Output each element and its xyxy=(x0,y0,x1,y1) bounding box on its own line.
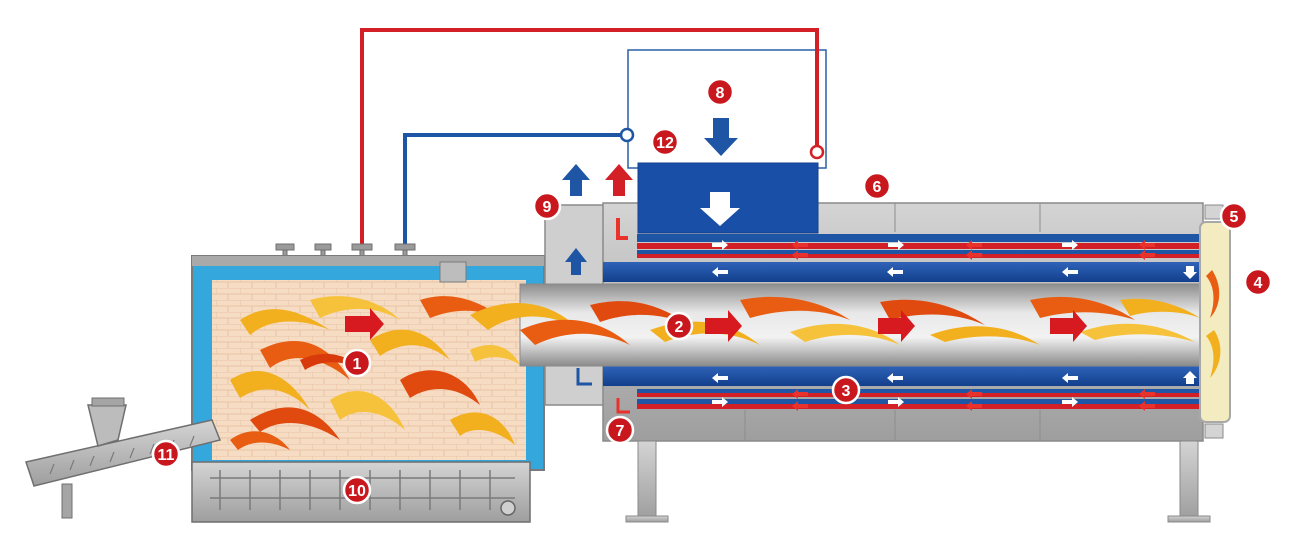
svg-text:12: 12 xyxy=(656,135,674,152)
outlet-red-arrow xyxy=(605,164,633,196)
tube-flow-arrows xyxy=(705,310,1087,342)
reversing-flames xyxy=(1206,270,1221,378)
callout-badges: 1 2 3 4 5 6 7 8 9 10 11 12 xyxy=(151,77,1273,505)
chamber-flow-arrow xyxy=(345,308,384,340)
tube-flames xyxy=(470,296,1200,345)
transition-blue-arrow xyxy=(565,248,587,275)
central-flue-tube xyxy=(519,283,1203,367)
lower-red-turn xyxy=(616,398,630,414)
svg-text:10: 10 xyxy=(348,483,366,500)
svg-text:8: 8 xyxy=(716,85,725,102)
svg-text:7: 7 xyxy=(616,423,625,440)
ash-port xyxy=(500,500,516,516)
svg-text:6: 6 xyxy=(873,179,882,196)
chamber-flames xyxy=(230,296,520,450)
svg-text:5: 5 xyxy=(1230,209,1239,226)
callout-11: 11 xyxy=(151,439,181,469)
screw-feeder xyxy=(25,397,222,519)
chamber-top-plate xyxy=(192,256,544,266)
callout-9: 9 xyxy=(532,191,562,221)
svg-text:4: 4 xyxy=(1254,275,1263,292)
svg-text:3: 3 xyxy=(842,383,851,400)
return-pipe-connector xyxy=(619,127,635,143)
callout-4: 4 xyxy=(1243,267,1273,297)
return-water-pipe xyxy=(403,133,622,248)
svg-text:2: 2 xyxy=(675,319,684,336)
inlet-white-arrow xyxy=(700,192,740,226)
callout-8: 8 xyxy=(705,77,735,107)
callout-3: 3 xyxy=(831,375,861,405)
lower-blue-turn xyxy=(576,368,592,386)
support-legs xyxy=(625,440,1211,523)
hot-pipe-connector xyxy=(809,144,825,160)
svg-text:11: 11 xyxy=(158,447,175,464)
chamber-side-nozzle xyxy=(439,261,467,283)
callout-7: 7 xyxy=(605,415,635,445)
transition-red-turn xyxy=(616,218,628,240)
callout-6: 6 xyxy=(862,171,892,201)
reversing-chamber xyxy=(1199,221,1231,423)
callout-12: 12 xyxy=(650,127,680,157)
callout-5: 5 xyxy=(1219,201,1249,231)
top-nozzles xyxy=(275,243,416,259)
callout-2: 2 xyxy=(664,311,694,341)
end-fitting-bottom xyxy=(1204,423,1224,439)
inlet-blue-arrow xyxy=(704,118,738,156)
callout-1: 1 xyxy=(342,348,372,378)
bank-flow-arrows xyxy=(712,240,1197,411)
svg-text:1: 1 xyxy=(353,356,362,373)
svg-text:9: 9 xyxy=(543,199,552,216)
hot-water-pipe xyxy=(360,28,819,248)
callout-10: 10 xyxy=(342,475,372,505)
outlet-blue-arrow xyxy=(562,164,590,196)
upper-tube-bank xyxy=(603,234,1203,282)
